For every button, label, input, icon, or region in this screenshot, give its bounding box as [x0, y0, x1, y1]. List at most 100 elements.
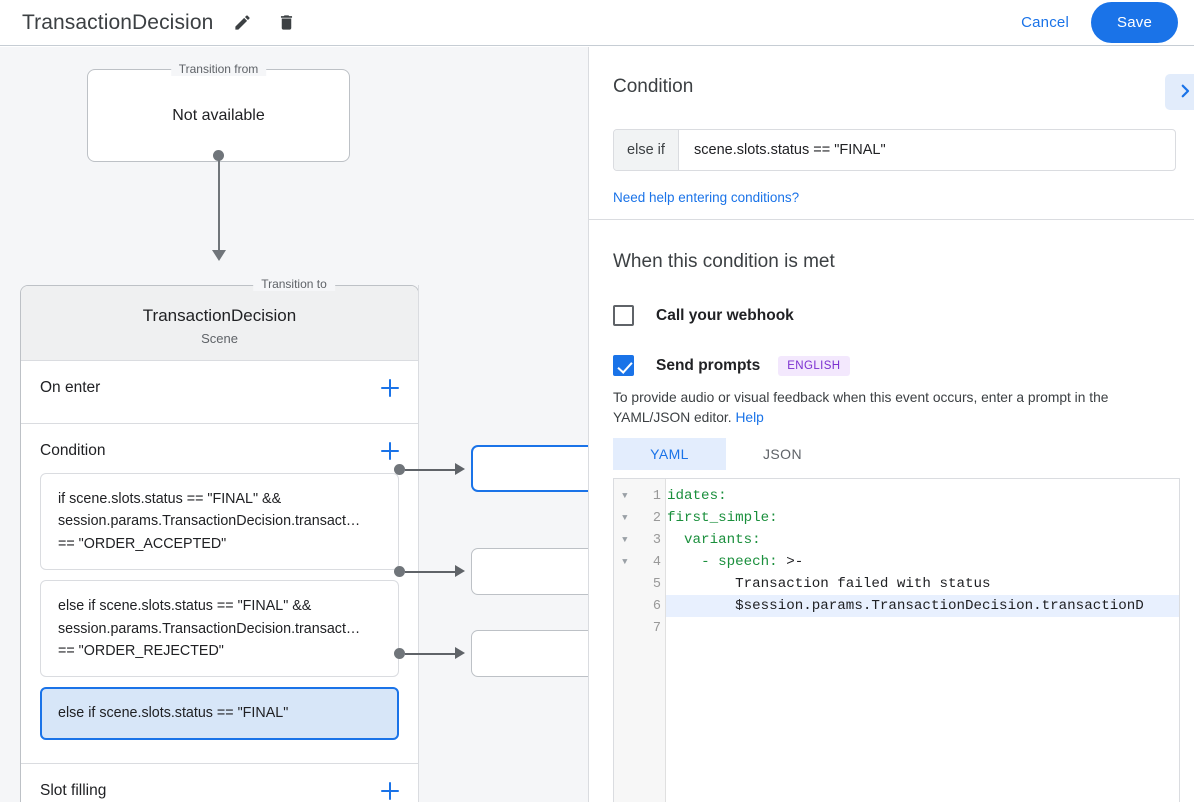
scene-title: TransactionDecision	[142, 306, 297, 325]
webhook-label: Call your webhook	[656, 306, 794, 324]
prompts-description: To provide audio or visual feedback when…	[613, 388, 1173, 428]
transition-from-legend: Transition from	[170, 62, 267, 76]
gutter-row: ▼ 1	[614, 485, 665, 507]
transition-to-card: TransactionDecision Scene On enter Condi…	[20, 285, 419, 802]
editor-format-tabs: YAML JSON	[613, 438, 839, 470]
tab-json[interactable]: JSON	[726, 438, 839, 470]
target-stub[interactable]	[471, 630, 588, 677]
transition-from-value: Not available	[172, 106, 265, 124]
condition-editor-row: else if	[613, 129, 1176, 171]
condition-prefix-label: else if	[614, 130, 679, 170]
send-prompts-label: Send prompts	[656, 356, 761, 374]
webhook-checkbox-row[interactable]: Call your webhook	[613, 305, 794, 326]
condition-item-line: else if scene.slots.status == "FINAL" &&	[58, 598, 312, 615]
cancel-button[interactable]: Cancel	[1011, 6, 1079, 39]
section-header-slot-filling: Slot filling	[21, 764, 418, 802]
code-rest: $session.params.TransactionDecision.tran…	[735, 598, 1144, 614]
code-line-highlighted: $session.params.TransactionDecision.tran…	[666, 595, 1179, 617]
save-button[interactable]: Save	[1091, 2, 1178, 43]
section-condition: Condition if scene.slots.status == "FINA…	[21, 424, 418, 764]
fold-arrow-icon[interactable]: ▼	[622, 535, 628, 545]
condition-item-selected[interactable]: else if scene.slots.status == "FINAL"	[40, 687, 399, 740]
panel-divider	[588, 47, 589, 802]
line-number: 5	[652, 576, 661, 592]
detail-heading: Condition	[613, 76, 694, 97]
fold-arrow-icon[interactable]: ▼	[622, 557, 628, 567]
section-title-on-enter: On enter	[40, 379, 101, 396]
target-stub[interactable]	[471, 548, 588, 595]
condition-connector-line	[405, 653, 457, 655]
tab-yaml[interactable]: YAML	[613, 438, 726, 470]
code-line: idates:	[666, 485, 1179, 507]
send-prompts-checkbox[interactable]	[613, 355, 634, 376]
condition-detail-panel: Condition else if Need help entering con…	[588, 47, 1194, 802]
edge-line	[218, 155, 220, 251]
condition-item[interactable]: if scene.slots.status == "FINAL" && sess…	[40, 473, 399, 571]
condition-connector-arrow-icon	[455, 463, 465, 475]
target-stub-selected[interactable]	[471, 445, 588, 492]
condition-item-line: session.params.TransactionDecision.trans…	[58, 620, 361, 637]
line-number: 4	[652, 554, 661, 570]
condition-item-line: else if scene.slots.status == "FINAL"	[58, 705, 289, 722]
code-line: first_simple:	[666, 507, 1179, 529]
gutter-row: 6	[614, 595, 665, 617]
condition-item-line: == "ORDER_REJECTED"	[58, 643, 224, 660]
condition-connector-dot	[394, 566, 405, 577]
detail-header: Condition else if Need help entering con…	[588, 47, 1194, 220]
trash-icon	[277, 13, 296, 32]
code-indent	[667, 532, 684, 548]
condition-item-line: session.params.TransactionDecision.trans…	[58, 513, 361, 530]
language-badge: ENGLISH	[778, 355, 850, 376]
code-rest: Transaction failed with status	[735, 576, 991, 592]
fold-arrow-icon[interactable]: ▼	[622, 513, 628, 523]
scene-subtitle: Scene	[201, 331, 238, 346]
send-prompts-checkbox-row[interactable]: Send prompts ENGLISH	[613, 355, 850, 376]
code-key: first_simple:	[667, 510, 778, 526]
webhook-checkbox[interactable]	[613, 305, 634, 326]
line-number: 1	[652, 488, 661, 504]
top-app-bar: TransactionDecision Cancel Save	[0, 0, 1194, 46]
section-on-enter: On enter	[21, 361, 418, 424]
line-number: 6	[652, 598, 661, 614]
code-key: idates:	[667, 488, 727, 504]
pencil-icon	[233, 13, 252, 32]
code-key: variants:	[684, 532, 761, 548]
condition-connector-line	[405, 571, 457, 573]
code-indent	[667, 576, 735, 592]
condition-connector-arrow-icon	[455, 647, 465, 659]
code-line: - speech: >-	[666, 551, 1179, 573]
line-number: 2	[652, 510, 661, 526]
expand-panel-button[interactable]	[1165, 74, 1194, 110]
add-slot-filling-button[interactable]	[379, 780, 401, 802]
when-condition-met-heading: When this condition is met	[613, 251, 835, 272]
prompts-help-link[interactable]: Help	[735, 410, 764, 425]
scene-header: TransactionDecision Scene	[21, 286, 418, 361]
condition-item[interactable]: else if scene.slots.status == "FINAL" &&…	[40, 580, 399, 678]
add-condition-button[interactable]	[379, 440, 401, 462]
section-header-on-enter: On enter	[21, 361, 418, 410]
code-key: - speech:	[701, 554, 778, 570]
delete-button[interactable]	[271, 8, 301, 38]
condition-connector-line	[405, 469, 457, 471]
code-line: Transaction failed with status	[666, 573, 1179, 595]
code-editor[interactable]: ▼ 1 ▼ 2 ▼ 3 ▼ 4 5	[613, 478, 1180, 802]
graph-rail-line	[418, 285, 419, 802]
scene-graph-canvas: Transition from Not available Transition…	[0, 47, 588, 802]
condition-connector-dot	[394, 464, 405, 475]
line-number: 3	[652, 532, 661, 548]
section-slot-filling: Slot filling Slot validation	[21, 764, 418, 802]
editor-code-area[interactable]: idates: first_simple: variants: - speech…	[666, 479, 1179, 802]
condition-expression-input[interactable]	[679, 130, 1175, 170]
condition-item-line: if scene.slots.status == "FINAL" &&	[58, 491, 282, 507]
code-line: variants:	[666, 529, 1179, 551]
add-on-enter-button[interactable]	[379, 377, 401, 399]
code-indent	[667, 554, 701, 570]
condition-help-link[interactable]: Need help entering conditions?	[613, 190, 800, 205]
code-rest: >-	[777, 554, 804, 570]
gutter-row: 5	[614, 573, 665, 595]
line-number: 7	[652, 620, 661, 636]
editor-gutter: ▼ 1 ▼ 2 ▼ 3 ▼ 4 5	[614, 479, 666, 802]
fold-arrow-icon[interactable]: ▼	[622, 491, 628, 501]
edit-name-button[interactable]	[227, 8, 257, 38]
code-line	[666, 617, 1179, 639]
